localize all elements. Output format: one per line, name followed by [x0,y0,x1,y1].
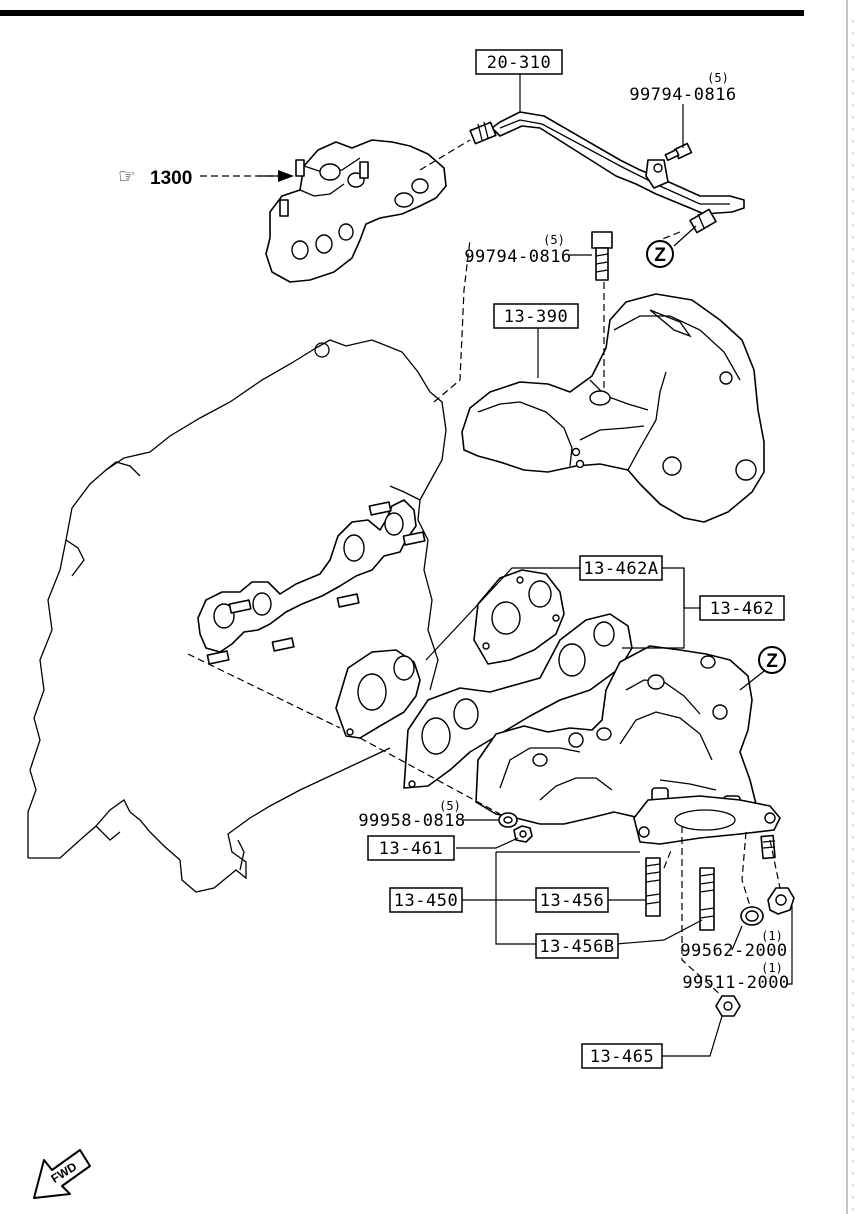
part-number-text: 99511-2000 [682,973,789,993]
callout-13-462[interactable]: 13-462 [699,595,785,621]
callout-text: 20-310 [487,53,551,73]
qty-text: (1) [761,961,783,975]
callout-text: 13-390 [504,307,568,327]
z-mark-text: Z [654,245,666,266]
part-number-text: 99794-0816 [629,85,736,105]
qty-text: (5) [707,71,729,85]
callout-text: 13-456B [539,937,614,957]
connector-z-upper: Z [646,240,674,268]
alignment-lines [187,139,781,997]
top-border [0,10,804,16]
ring-gasket-icon [740,906,764,926]
head-mounting-face [197,499,426,665]
gasket-13-462a [473,569,565,665]
callout-text: 13-462A [583,559,658,579]
callout-20-310[interactable]: 20-310 [475,49,563,75]
heat-pipe [469,111,745,234]
fwd-arrow-icon: FWD [33,1149,91,1199]
arrowhead [278,170,294,182]
z-mark-text: Z [766,651,778,672]
callout-text: 13-450 [394,891,458,911]
callout-13-456[interactable]: 13-456 [535,887,609,913]
bolt-label-insulator[interactable]: (5) 99794-0816 [464,233,571,267]
lower-nut-icon [767,887,795,915]
part-number-text: 99794-0816 [464,247,571,267]
reference-1300[interactable]: ☞ 1300 [118,164,192,189]
callout-13-390[interactable]: 13-390 [493,303,579,329]
scan-edge [846,0,854,1214]
qty-text: (1) [761,929,783,943]
lower-nut-label[interactable]: (1) 99511-2000 [682,961,789,993]
connector-z-lower: Z [758,646,786,674]
callout-13-462a[interactable]: 13-462A [579,555,663,581]
pointing-hand-icon: ☞ [118,164,136,188]
part-number-text: 99562-2000 [680,941,787,961]
gasket-13-462 [335,613,633,789]
bolt-icon [664,142,693,162]
callout-text: 13-456 [540,891,604,911]
bolt-label-top[interactable]: (5) 99794-0816 [629,71,736,105]
part-number-text: 99958-0818 [358,811,465,831]
callout-13-450[interactable]: 13-450 [389,887,463,913]
leader-lines [258,74,793,1057]
reference-number: 1300 [150,168,192,189]
intake-manifold [265,139,447,283]
callout-13-456b[interactable]: 13-456B [535,933,619,959]
manifold-nut-icon [498,812,533,843]
exhaust-manifold [475,645,781,860]
callout-text: 13-461 [379,839,443,859]
callout-13-465[interactable]: 13-465 [581,1043,663,1069]
stud-13-456-icon [645,857,661,917]
washer-label[interactable]: (5) 99958-0818 [358,799,465,831]
ring-gasket-label[interactable]: (1) 99562-2000 [680,929,787,961]
callout-text: 13-462 [710,599,774,619]
nut-13-465-icon [715,995,741,1017]
callout-text: 13-465 [590,1047,654,1067]
heat-insulator [461,293,765,523]
insulator-bolt-icon [591,231,613,281]
qty-text: (5) [439,799,461,813]
engine-block [27,339,447,893]
stud-13-456b-icon [699,867,715,931]
callout-13-461[interactable]: 13-461 [367,835,455,861]
qty-text: (5) [543,233,565,247]
